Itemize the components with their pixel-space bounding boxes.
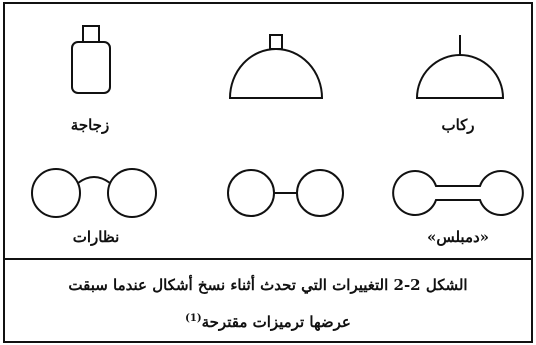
label-bottle: زجاجة (70, 116, 110, 134)
caption-line-2: عرضها ترميزات مقترحة(1) (0, 313, 536, 331)
caption-footnote: (1) (185, 313, 202, 324)
stirrup-neck-shape (228, 34, 324, 99)
label-dumbbell: «دمبلس» (426, 228, 490, 246)
eyeglasses-shape (31, 168, 157, 218)
figure-border (3, 2, 533, 343)
connected-circles-shape (227, 169, 344, 217)
bottle-shape (71, 25, 111, 94)
caption-line-1: الشكل 2-2 التغييرات التي تحدث أثناء نسخ … (68, 276, 468, 294)
label-stirrup: ركاب (441, 116, 475, 134)
label-eyeglasses: نظارات (72, 228, 120, 246)
stirrup-shape (415, 35, 505, 99)
caption-line-2-text: عرضها ترميزات مقترحة (201, 313, 351, 331)
dumbbell-shape (392, 170, 524, 216)
